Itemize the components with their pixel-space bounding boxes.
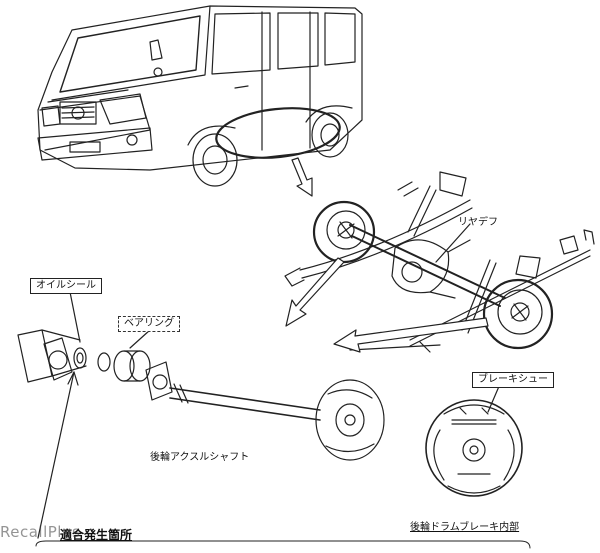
drum-brake-illustration [425, 399, 523, 497]
oil-seal-leader [69, 291, 81, 343]
rear-diff-label: リヤデフ [458, 217, 498, 228]
footer-leader-line [37, 371, 75, 539]
brake-shoe-label: ブレーキシュー [472, 372, 554, 388]
van-illustration [37, 5, 363, 197]
rear-axle-assembly [284, 171, 595, 353]
bearing-label: ベアリング [118, 316, 180, 332]
brake-shoe-leader [487, 383, 501, 413]
oil-seal-label: オイルシール [30, 278, 102, 294]
footer-bracket [35, 540, 531, 549]
footer-title: 適合発生箇所 [60, 528, 133, 542]
exploded-axle-parts [17, 329, 385, 461]
drum-brake-internal-label: 後輪ドラムブレーキ内部 [410, 522, 520, 533]
rear-diff-leader [435, 223, 471, 263]
bearing-leader [129, 329, 151, 349]
rear-axle-shaft-label: 後輪アクスルシャフト [150, 452, 250, 463]
